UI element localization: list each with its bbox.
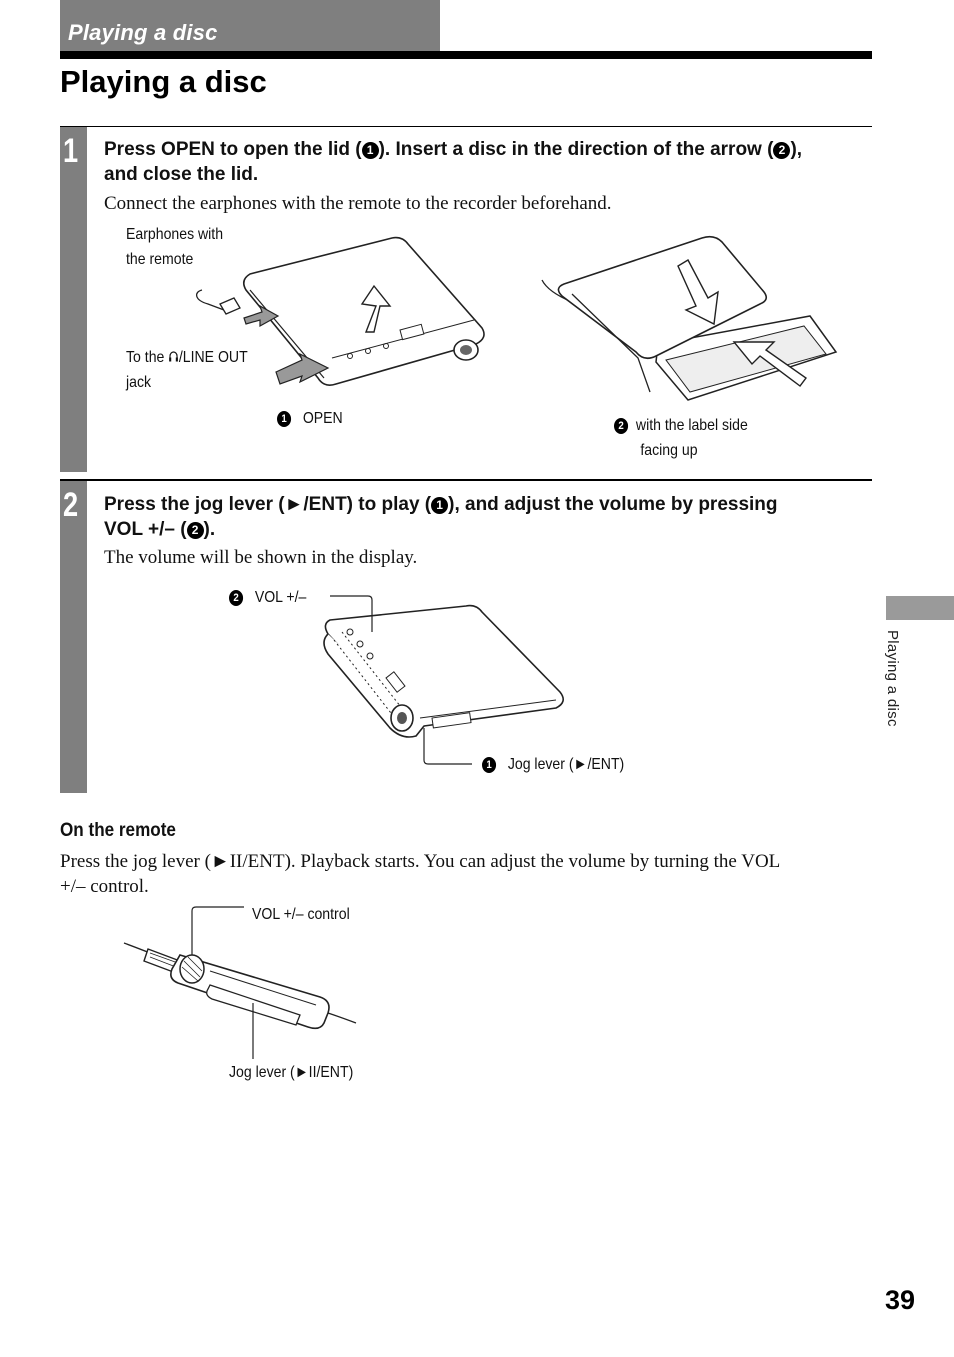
callout-jack-prefix: To the: [126, 349, 169, 366]
illustration-insert-disc: [541, 235, 838, 401]
callout-jog: 1 Jog lever (►/ENT): [482, 752, 624, 777]
callout-earphones-line1: Earphones with: [126, 226, 224, 243]
step-1-bottom-rule: [60, 479, 872, 481]
callout-jog-label: Jog lever (►/ENT): [507, 756, 625, 773]
callout-earphones-line2: the remote: [126, 251, 194, 268]
step-2-note: The volume will be shown in the display.: [104, 547, 418, 568]
step-1-instruction: Press OPEN to open the lid (1). Insert a…: [104, 137, 864, 187]
circled-number-1: 1: [361, 142, 379, 159]
illustration-open-lid: [196, 236, 485, 386]
side-tab: [886, 596, 954, 620]
page-title: Playing a disc: [60, 64, 267, 99]
callout-label-side: 2 with the label side facing up: [614, 413, 748, 463]
side-tab-label-text: Playing a disc: [884, 630, 901, 727]
callout-jack-suffix: /LINE OUT: [178, 349, 248, 366]
circled-number-2: 2: [614, 418, 629, 434]
header-rule: [60, 51, 872, 59]
step-1-instruction-part: ). Insert a disc in the direction of the…: [378, 139, 774, 160]
callout-remote-jog: Jog lever (►II/ENT): [229, 1064, 354, 1081]
step-2-instruction-part: Press the jog lever (: [104, 494, 285, 515]
step-2-bar-end: [60, 792, 87, 793]
callout-open: 1 OPEN: [277, 406, 343, 431]
callout-jack: To the /LINE OUT jack: [126, 345, 248, 395]
step-2-instruction-part: ), and adjust the volume by pressing: [448, 494, 778, 515]
callout-vol-label: VOL +/–: [254, 589, 307, 606]
remote-body-line2: +/– control.: [60, 876, 149, 897]
step-1-bar: [60, 127, 87, 472]
step-2-instruction-part: VOL +/– (: [104, 519, 187, 540]
circled-number-1: 1: [277, 411, 292, 427]
circled-number-2: 2: [773, 142, 791, 159]
step-2-number: 2: [63, 486, 79, 524]
step-1-instruction-part: Press OPEN to open the lid (: [104, 139, 362, 160]
header-tab-label: Playing a disc: [68, 20, 218, 45]
side-tab-label: Playing a disc: [884, 630, 914, 750]
circled-number-1: 1: [482, 757, 497, 773]
illustration-player: [323, 595, 564, 765]
remote-body-line1: Press the jog lever (►II/ENT). Playback …: [60, 851, 781, 872]
callout-label-line2: facing up: [640, 442, 698, 459]
circled-number-2: 2: [229, 590, 244, 606]
header-tab: [60, 0, 440, 51]
illustration-remote: [123, 906, 357, 1059]
step-2-instruction-part: /ENT) to play (: [303, 494, 432, 515]
step-1-top-rule: [60, 126, 872, 127]
step-1-number: 1: [63, 132, 79, 170]
remote-body: Press the jog lever (►II/ENT). Playback …: [60, 849, 860, 899]
headphones-icon: [168, 349, 179, 366]
circled-number-2: 2: [186, 522, 204, 539]
play-icon: ►: [284, 494, 304, 515]
step-1-instruction-line2: and close the lid.: [104, 164, 259, 185]
circled-number-1: 1: [431, 497, 449, 514]
step-2-bar: [60, 481, 87, 792]
step-2-instruction-part: ).: [203, 519, 216, 540]
callout-vol-control: VOL +/– control: [252, 906, 350, 923]
callout-jack-line2: jack: [126, 374, 152, 391]
callout-vol: 2 VOL +/–: [229, 585, 306, 610]
step-1-note: Connect the earphones with the remote to…: [104, 193, 612, 214]
callout-earphones: Earphones with the remote: [126, 222, 223, 272]
step-2-instruction: Press the jog lever (►/ENT) to play (1),…: [104, 492, 864, 542]
step-1-instruction-part: ),: [790, 139, 803, 160]
callout-open-label: OPEN: [302, 410, 343, 427]
page-number: 39: [885, 1285, 916, 1315]
remote-heading: On the remote: [60, 820, 176, 841]
callout-label-line1: with the label side: [635, 417, 748, 434]
